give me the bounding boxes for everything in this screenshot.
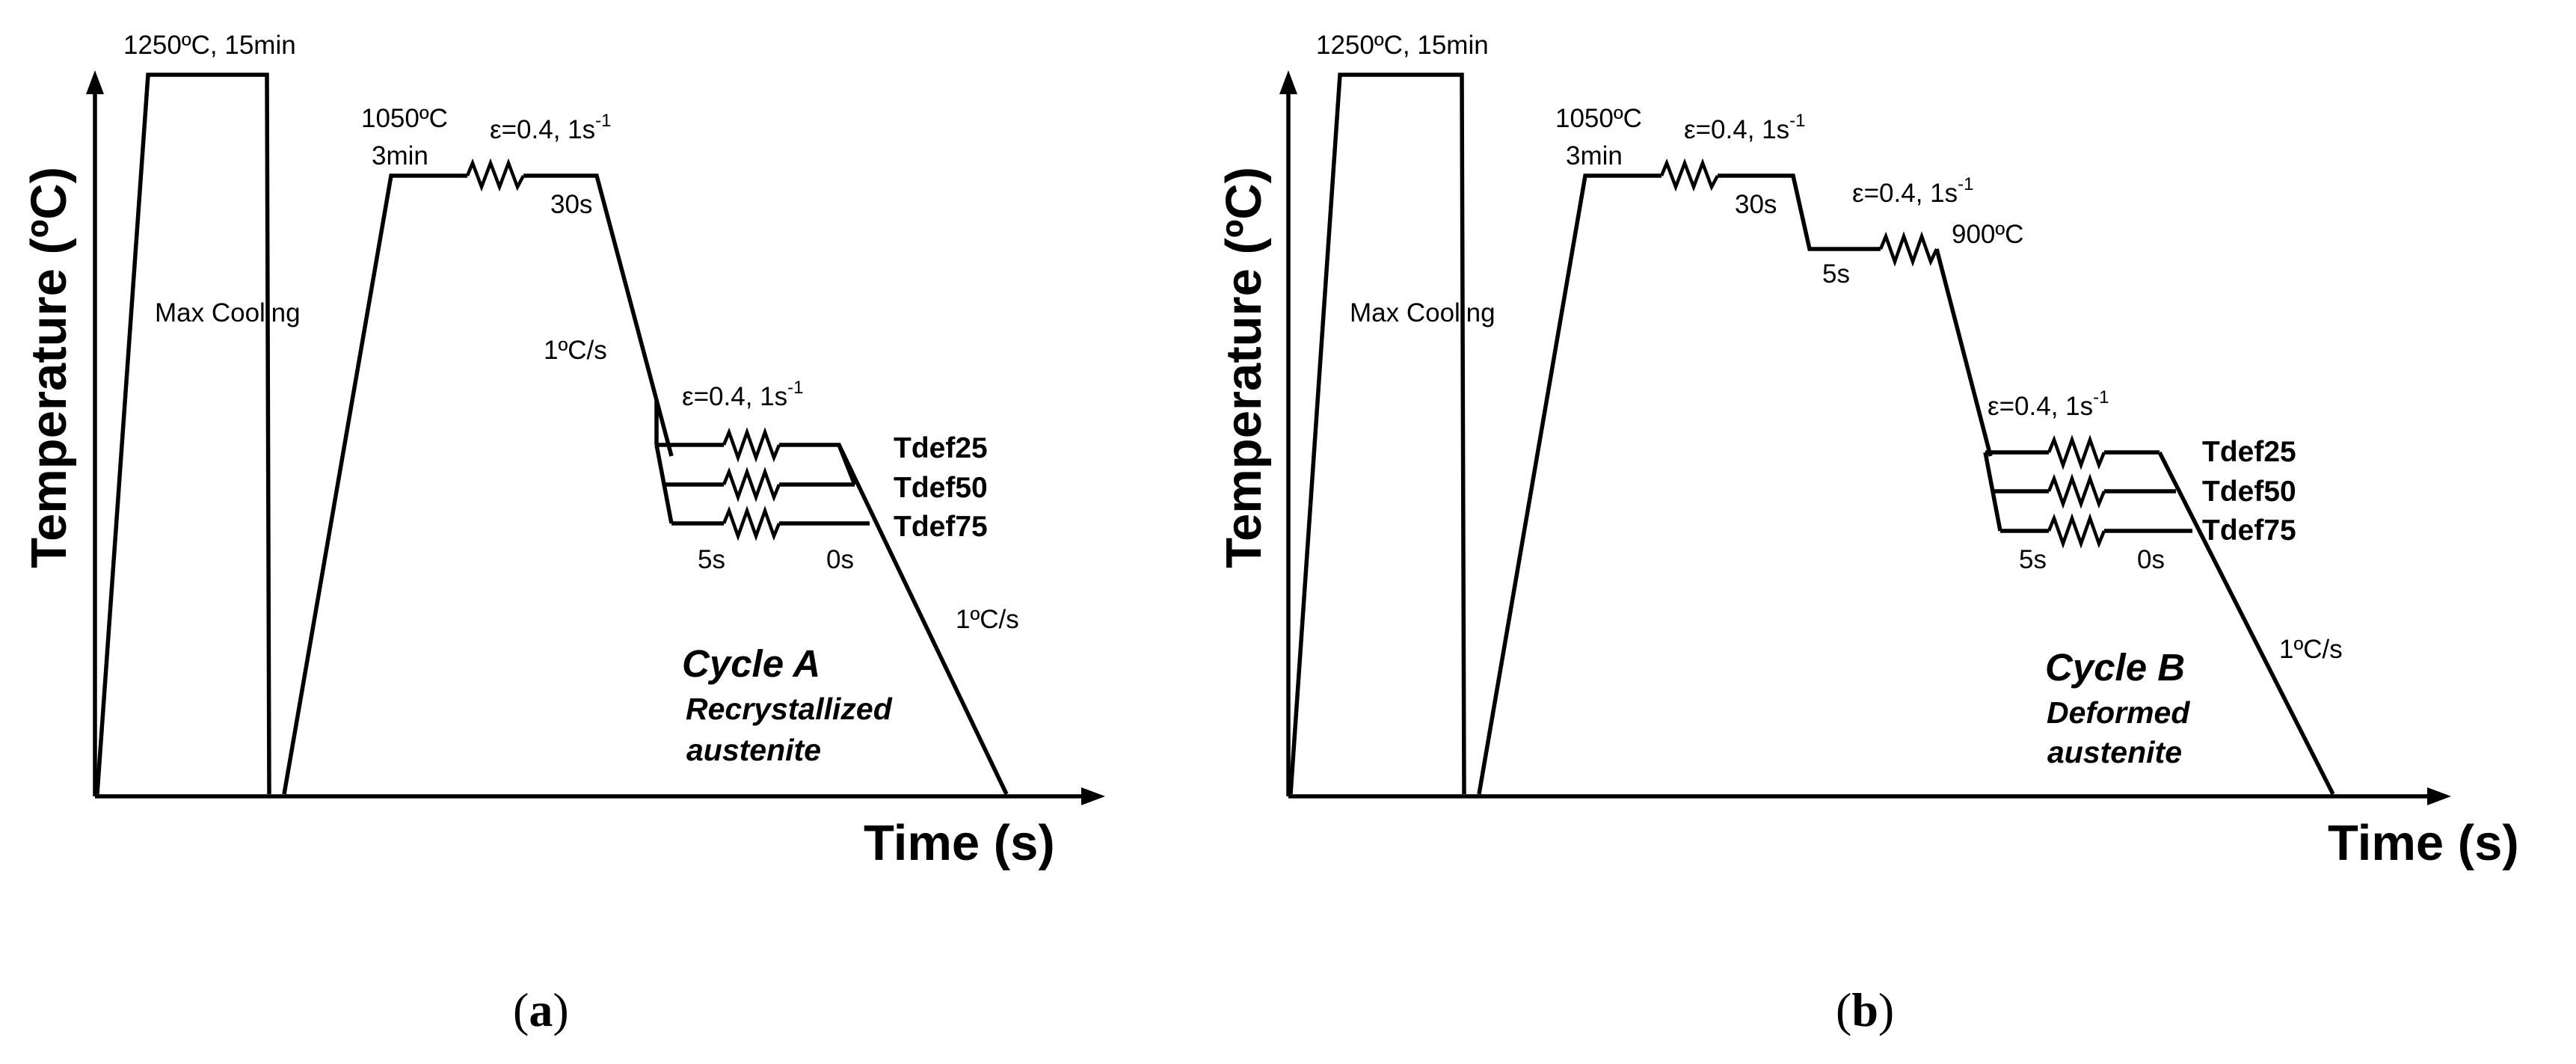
panel-b: 1250ºC, 15min Max Cooling 1050ºC 3min ε=… [1216,31,2519,1036]
panel-a-cycle-sub-2: austenite [686,733,821,767]
panel-a-cooling-rate-1: 1ºC/s [544,336,607,365]
panel-a-cooling-segment [523,173,674,457]
panel-b-max-cooling-label: Max Cooling [1350,298,1496,327]
panel-a-cooling-rate-2: 1ºC/s [956,605,1019,634]
panel-b-second-strain: ε=0.4, 1s-1 [1988,387,2109,421]
panel-b-intermediate-hold: 5s [1822,259,1850,289]
panel-a-y-axis-label: Temperature (ºC) [21,167,77,568]
panel-b-roughing-strain: ε=0.4, 1s-1 [1684,111,1805,144]
panel-a-cycle-title: Cycle A [682,642,820,685]
panel-a-tdef75-spring [722,505,781,541]
panel-b-tdef75-label: Tdef75 [2202,514,2296,547]
panel-a-hold-after: 0s [826,545,854,574]
panel-b-hold-after-roughing: 30s [1735,190,1777,219]
panel-b-caption: (b) [1836,983,1894,1036]
panel-b-intermediate-temp: 900ºC [1952,220,2023,249]
panel-b-tdef75-spring [2047,513,2106,549]
panel-a-fan-join [654,444,674,524]
panel-a-cycle-sub-1: Recrystallized [686,692,893,726]
panel-b-tdef25-label: Tdef25 [2202,436,2296,468]
panel-a-roughing-temp: 1050ºC [361,104,448,133]
panel-b-y-axis-label: Temperature (ºC) [1216,167,1272,568]
panel-a-tdef25-spring [722,427,781,463]
panel-a-tdef25-label: Tdef25 [894,432,988,464]
panel-b-tdef50-label: Tdef50 [2202,476,2296,508]
panel-a-soak-profile [95,73,271,795]
panel-b-x-axis-arrow [2427,787,2451,805]
panel-a-hold-before: 5s [698,545,725,574]
panel-a-roughing-strain: ε=0.4, 1s-1 [490,111,611,144]
panel-a-tdef50-label: Tdef50 [894,472,988,504]
panel-b-intermediate-strain: ε=0.4, 1s-1 [1852,174,1973,208]
panel-b-soak-label: 1250ºC, 15min [1316,31,1489,60]
panel-b-y-axis-arrow [1279,70,1297,94]
panel-a-roughing-time: 3min [372,141,428,170]
panel-a-x-axis-arrow [1081,787,1105,805]
panel-a-roughing-spring [465,158,525,192]
panel-b-intermediate-spring [1878,231,1939,267]
panel-b-x-axis-label: Time (s) [2328,815,2519,871]
panel-b-final-cooling [2157,451,2335,796]
panel-a-caption: (a) [513,983,569,1036]
panel-b-cycle-sub-2: austenite [2047,735,2182,769]
panel-b-hold-before: 5s [2019,545,2047,574]
panel-a-main-profile [282,173,467,795]
panel-b-soak-profile [1288,73,1466,795]
panel-b-cooling-segment [1934,248,1993,457]
panel-b-intermediate-segment [1718,173,1881,251]
panel-a-second-strain: ε=0.4, 1s-1 [682,378,803,411]
panel-b-roughing-time: 3min [1566,141,1623,170]
panel-a-tdef75-label: Tdef75 [894,511,988,543]
panel-b-roughing-spring [1659,158,1719,192]
panel-b-hold-after: 0s [2137,545,2165,574]
panel-a-max-cooling-label: Max Cooling [155,298,301,327]
panel-b-main-profile [1477,173,1662,795]
panel-b-cycle-title: Cycle B [2045,646,2185,689]
panel-a-tdef50-spring [722,467,781,502]
panel-b-roughing-temp: 1050ºC [1555,104,1642,133]
panel-b-tdef25-spring [2047,434,2106,470]
panel-a-x-axis-label: Time (s) [864,815,1055,871]
panel-a-soak-label: 1250ºC, 15min [123,31,296,60]
panel-a-y-axis-arrow [86,70,104,94]
panel-a: 1250ºC, 15min Max Cooling 1050ºC 3min ε=… [21,31,1105,1036]
panel-b-cycle-sub-1: Deformed [2047,695,2190,730]
panel-a-final-cooling [837,443,1009,796]
panel-b-tdef50-spring [2047,473,2106,509]
panel-a-hold-after-roughing: 30s [550,190,592,219]
panel-b-cooling-rate-2: 1ºC/s [2279,635,2343,664]
